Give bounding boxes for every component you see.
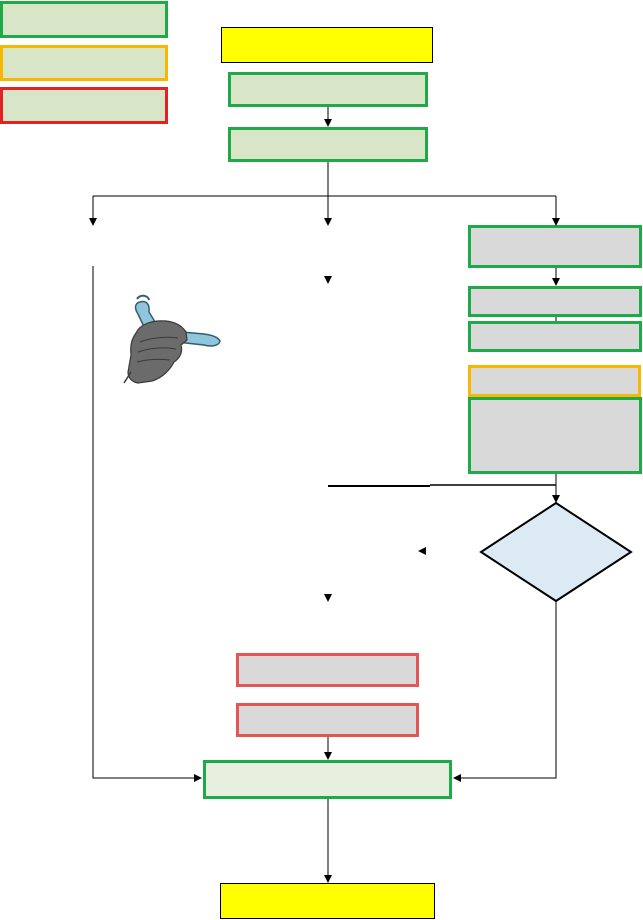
arrowhead-middle-1 bbox=[324, 276, 332, 284]
right-branch-box-2 bbox=[468, 286, 642, 317]
legend-item-green bbox=[0, 1, 168, 38]
decision-diamond bbox=[479, 501, 633, 603]
end-box bbox=[220, 883, 435, 919]
legend-item-orange bbox=[0, 45, 168, 81]
hand-holding-tube-icon bbox=[123, 294, 221, 384]
connector-decision-to-merge bbox=[453, 601, 557, 782]
start-box bbox=[221, 27, 433, 63]
merge-box bbox=[203, 760, 452, 799]
right-branch-box-1 bbox=[468, 225, 642, 268]
right-branch-box-4 bbox=[468, 365, 641, 397]
arrowhead-left-of-diamond bbox=[418, 547, 426, 555]
arrowhead-middle-2 bbox=[324, 594, 332, 602]
red-box-1 bbox=[236, 653, 419, 687]
right-branch-box-3 bbox=[468, 321, 642, 352]
step-2-box bbox=[228, 127, 428, 162]
right-branch-box-5 bbox=[468, 397, 642, 474]
legend-item-red bbox=[0, 87, 168, 124]
red-box-2 bbox=[236, 703, 419, 737]
connector-left-to-merge bbox=[92, 266, 202, 782]
step-1-box bbox=[228, 72, 428, 107]
